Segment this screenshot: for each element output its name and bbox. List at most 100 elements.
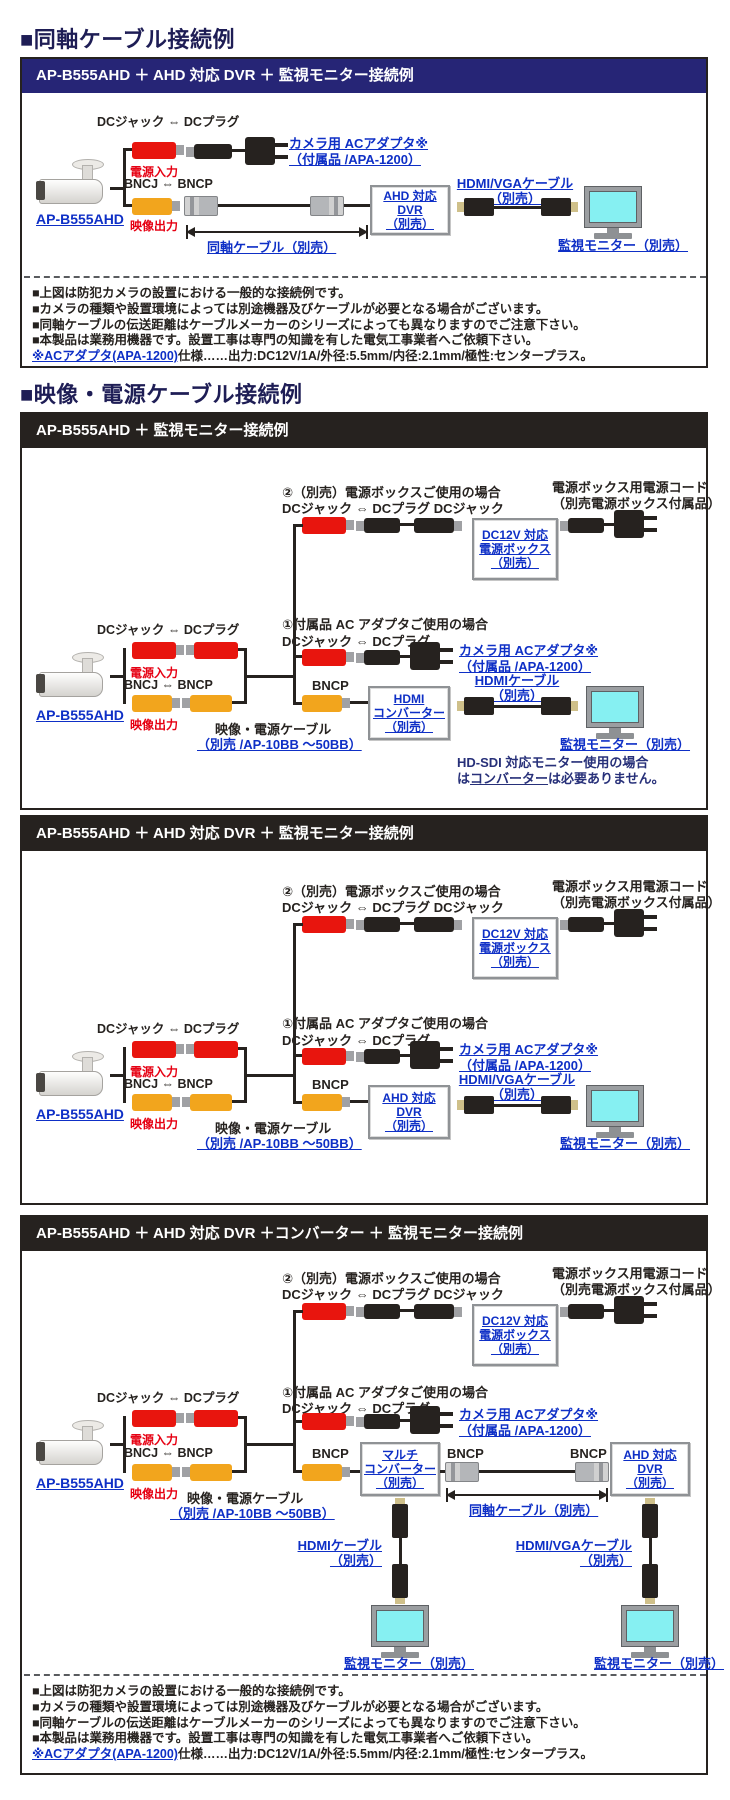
power-box-line2[interactable]: 電源ボックス (479, 1328, 551, 1342)
bnc-plug-yellow (302, 1094, 350, 1111)
bnc-plug-icon (575, 1462, 609, 1482)
hdsdi-note-line1: HD-SDI 対応モニター使用の場合 (457, 755, 649, 770)
hdmi-cable-link[interactable]: HDMIケーブル (474, 673, 560, 688)
hdmi-vga-cable-link[interactable]: HDMI/VGAケーブル (456, 176, 574, 191)
note-spec-line: ※ACアダプタ(APA-1200)仕様……出力:DC12V/1A/外径:5.5m… (32, 349, 593, 365)
monitor-link[interactable]: 監視モニター（別売） (560, 1136, 691, 1151)
camera-model-link[interactable]: AP-B555AHD (36, 211, 124, 227)
power-cord-label2: （別売電源ボックス付属品） (552, 895, 721, 910)
ahd-dvr-line1[interactable]: AHD 対応 (623, 1448, 677, 1462)
camera-ac-adapter-link2[interactable]: （付属品 /APA-1200） (289, 152, 421, 167)
av-cable-line (244, 1074, 295, 1077)
hdmi-converter-line1[interactable]: HDMI (393, 692, 425, 706)
hdmi-connector-icon (395, 1498, 405, 1504)
case1-title: ①付属品 AC アダプタご使用の場合 (282, 1385, 489, 1400)
power-in-label: 電源入力 (130, 1433, 179, 1447)
camera-model-link[interactable]: AP-B555AHD (36, 1106, 124, 1122)
hdmi-vga-besale-link[interactable]: （別売） (488, 191, 541, 206)
hdmi-connector-icon (541, 697, 578, 715)
dc-plug-black (356, 650, 400, 665)
monitor-link[interactable]: 監視モニター（別売） (344, 1656, 475, 1671)
av-cable-link[interactable]: （別売 /AP-10BB ～50BB） (170, 1506, 335, 1521)
cable-line (294, 923, 303, 926)
multi-converter-line2[interactable]: コンバーター (363, 1462, 436, 1476)
multi-converter-line1[interactable]: マルチ (381, 1448, 418, 1462)
hdmi-vga-besale-link[interactable]: （別売） (579, 1553, 632, 1568)
monitor-icon (586, 1085, 644, 1138)
power-box-line3[interactable]: （別売） (490, 955, 539, 969)
dc-pair-label: DCジャック ⇔ DCプラグ (282, 1033, 431, 1048)
power-in-label: 電源入力 (130, 666, 179, 680)
monitor-link[interactable]: 監視モニター（別売） (594, 1656, 725, 1671)
monitor-link[interactable]: 監視モニター（別売） (560, 737, 691, 752)
hdmi-besale-link[interactable]: （別売） (490, 688, 543, 703)
cable-line (294, 1470, 302, 1473)
hdmi-cable-link[interactable]: HDMIケーブル (297, 1538, 382, 1553)
cable-line (294, 655, 302, 658)
hdmi-converter-line3[interactable]: （別売） (384, 720, 433, 734)
dc-plug-red (186, 1410, 238, 1427)
power-box-line1[interactable]: DC12V 対応 (481, 927, 549, 941)
ac-adapter-icon (245, 137, 288, 165)
hdmi-vga-cable-link[interactable]: HDMI/VGAケーブル (458, 1072, 576, 1087)
ahd-dvr-line2[interactable]: DVR (637, 1462, 663, 1476)
ahd-dvr-line1[interactable]: AHD 対応 (383, 189, 437, 203)
coax-cable-link[interactable]: 同軸ケーブル（別売） (207, 240, 337, 255)
camera-ac-adapter-link2[interactable]: （付属品 /APA-1200） (459, 659, 591, 674)
multi-converter-line3[interactable]: （別売） (375, 1476, 424, 1490)
monitor-link[interactable]: 監視モニター（別売） (558, 238, 689, 253)
ac-adapter-spec-link[interactable]: ※ACアダプタ(APA-1200) (32, 1747, 178, 1762)
cable-line (123, 1047, 126, 1103)
bnc-jack-yellow (132, 198, 180, 215)
hdmi-besale-link[interactable]: （別売） (329, 1553, 382, 1568)
cable-line (294, 702, 302, 705)
ahd-dvr-line3[interactable]: （別売） (384, 1119, 433, 1133)
cable-line (440, 1470, 446, 1473)
cable-line (293, 524, 296, 677)
power-box-line3[interactable]: （別売） (490, 556, 539, 570)
power-box-line1[interactable]: DC12V 対応 (481, 528, 549, 542)
ac-adapter-icon (410, 642, 453, 670)
hdmi-vga-besale-link[interactable]: （別売） (490, 1087, 543, 1102)
hdmi-connector-icon (457, 1096, 494, 1114)
av-cable-link[interactable]: （別売 /AP-10BB ～50BB） (197, 1136, 362, 1151)
case2-title: ②（別売）電源ボックスご使用の場合 (282, 1271, 501, 1286)
camera-icon (36, 1420, 112, 1466)
multi-converter-box: マルチ コンバーター （別売） (360, 1442, 440, 1496)
camera-model-link[interactable]: AP-B555AHD (36, 1475, 124, 1491)
cable-line (232, 149, 245, 152)
bnc-plug-yellow (182, 1094, 232, 1111)
camera-ac-adapter-link[interactable]: カメラ用 ACアダプタ※ (289, 136, 429, 151)
camera-ac-adapter-link[interactable]: カメラ用 ACアダプタ※ (459, 1042, 599, 1057)
ahd-dvr-line2[interactable]: DVR (397, 203, 423, 217)
power-box-line2[interactable]: 電源ボックス (479, 941, 551, 955)
cable-line (350, 701, 368, 704)
camera-ac-adapter-link2[interactable]: （付属品 /APA-1200） (459, 1423, 591, 1438)
ahd-dvr-line2[interactable]: DVR (396, 1105, 422, 1119)
bnc-jack-yellow (132, 1094, 180, 1111)
camera-model-link[interactable]: AP-B555AHD (36, 707, 124, 723)
camera-ac-adapter-link[interactable]: カメラ用 ACアダプタ※ (459, 1407, 599, 1422)
notes-divider (24, 1674, 706, 1676)
camera-ac-adapter-link2[interactable]: （付属品 /APA-1200） (459, 1058, 591, 1073)
camera-ac-adapter-link[interactable]: カメラ用 ACアダプタ※ (459, 643, 599, 658)
coax-cable-link[interactable]: 同軸ケーブル（別売） (469, 1503, 599, 1518)
power-box-line1[interactable]: DC12V 対応 (481, 1314, 549, 1328)
av-cable-link[interactable]: （別売 /AP-10BB ～50BB） (197, 737, 362, 752)
camera-icon (36, 652, 112, 698)
video-out-label: 映像出力 (130, 1487, 179, 1501)
dc-jack-red (302, 1303, 354, 1320)
hdmi-vga-cable-link[interactable]: HDMI/VGAケーブル (515, 1538, 632, 1553)
ahd-dvr-line3[interactable]: （別売） (625, 1476, 674, 1490)
ahd-dvr-line3[interactable]: （別売） (385, 217, 434, 231)
ahd-dvr-line1[interactable]: AHD 対応 (382, 1091, 436, 1105)
cable-line (232, 701, 245, 704)
cable-line (110, 1443, 124, 1446)
ac-adapter-spec-link[interactable]: ※ACアダプタ(APA-1200) (32, 349, 178, 364)
power-box-line3[interactable]: （別売） (490, 1342, 539, 1356)
note-line: ■カメラの種類や設置環境によっては別途機器及びケーブルが必要となる場合がございま… (32, 301, 549, 316)
dc-jack-red (132, 1041, 184, 1058)
hdmi-converter-line2[interactable]: コンバーター (372, 706, 445, 720)
power-box-line2[interactable]: 電源ボックス (479, 542, 551, 556)
dc-jack-red (132, 1410, 184, 1427)
